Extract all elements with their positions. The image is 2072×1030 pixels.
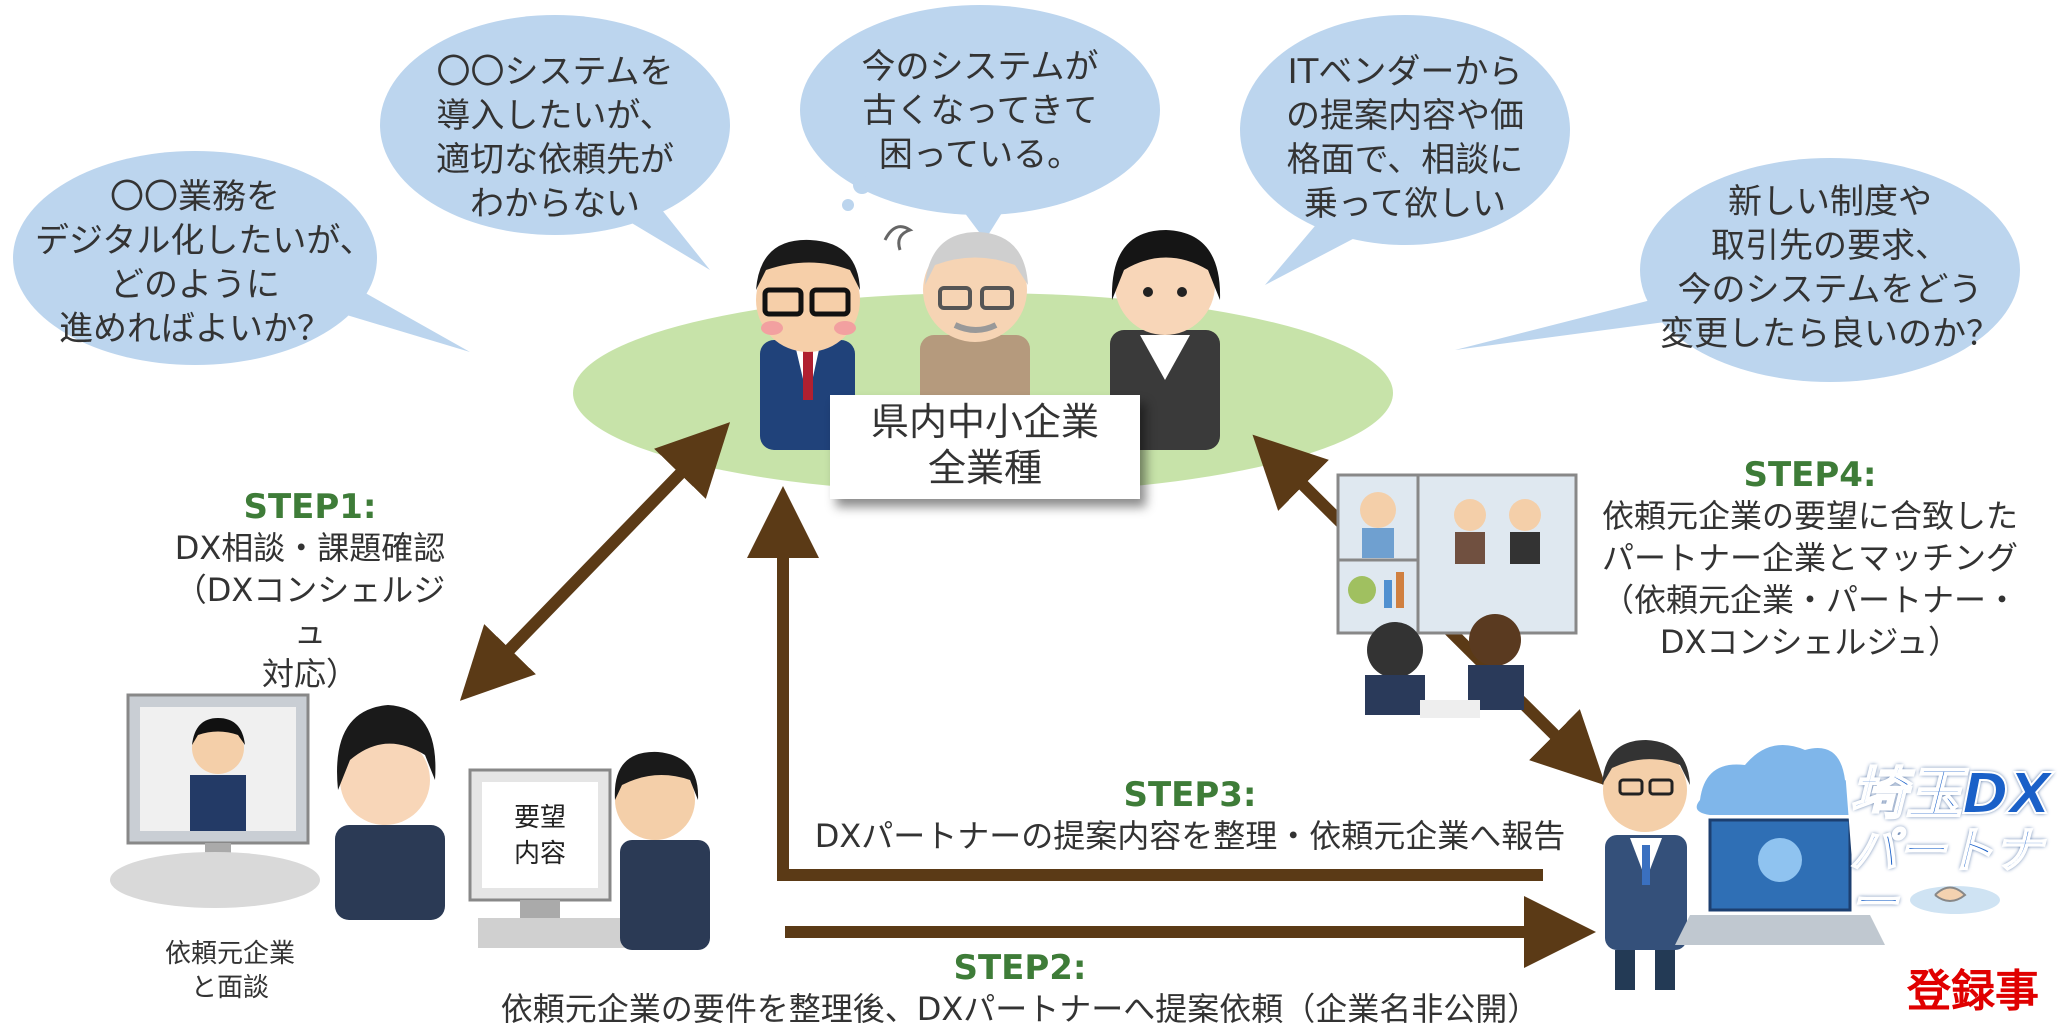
step4-line2: パートナー企業とマッチング — [1601, 539, 2018, 577]
interview-label: 依頼元企業 と面談 — [164, 939, 295, 1003]
step4-line4: DXコンシェルジュ） — [1659, 623, 1961, 661]
step1-block: STEP1: DX相談・課題確認 （DXコンシェルジュ 対応） — [160, 487, 460, 695]
sme-label-line1: 県内中小企業 — [870, 400, 1099, 444]
step3-arrow — [747, 486, 1543, 881]
bubble-text-1: 〇〇業務を デジタル化したいが、 どのように 進めればよいか？ — [35, 177, 374, 349]
speech-bubble-2 — [380, 15, 730, 270]
logo-line1: 埼玉DX — [1849, 762, 2053, 827]
step1-line1: DX相談・課題確認 — [174, 529, 446, 567]
laptop-cloud-illustration — [1675, 745, 1885, 945]
logo-line2: パートナー — [1849, 823, 2043, 931]
worried-man-illustration — [756, 239, 860, 450]
step1-title: STEP1: — [243, 487, 377, 527]
registration-label: 登録事 — [1907, 966, 2039, 1017]
step1-line3: 対応） — [261, 655, 358, 693]
bubble-text-2: 〇〇システムを 導入したいが、 適切な依頼先が わからない — [436, 52, 674, 224]
bubble-text-3: 今のシステムが 古くなってきて 困っている。 — [861, 47, 1099, 175]
step2-title: STEP2: — [953, 948, 1087, 988]
step4-line1: 依頼元企業の要望に合致した — [1601, 497, 2018, 535]
partner-businessman-illustration — [1602, 740, 1690, 990]
bubble-text-5: 新しい制度や 取引先の要求、 今のシステムをどう 変更したら良いのか？ — [1660, 182, 2000, 354]
saitama-dx-partner-logo — [1845, 767, 2060, 914]
interview-illustration — [110, 693, 445, 920]
step4-block: STEP4: 依頼元企業の要望に合致した パートナー企業とマッチング （依頼元企… — [1580, 455, 2040, 663]
speech-bubble-4 — [1240, 15, 1570, 285]
speech-bubble-3 — [800, 5, 1160, 240]
sme-label-box: 県内中小企業 全業種 — [830, 395, 1140, 499]
step2-block: STEP2: 依頼元企業の要件を整理後、DXパートナーへ提案依頼（企業名非公開） — [470, 948, 1570, 1030]
step4-title: STEP4: — [1743, 455, 1877, 495]
video-conference-illustration — [1336, 473, 1578, 718]
step3-body: DXパートナーの提案内容を整理・依頼元企業へ報告 — [814, 817, 1566, 855]
step3-title: STEP3: — [1123, 775, 1257, 815]
step4-line3: （依頼元企業・パートナー・ — [1601, 581, 2018, 619]
speech-bubble-1 — [13, 151, 470, 365]
step3-block: STEP3: DXパートナーの提案内容を整理・依頼元企業へ報告 — [790, 775, 1590, 857]
sme-label-line2: 全業種 — [927, 446, 1042, 490]
request-content-monitor-text: 要望 内容 — [513, 803, 566, 869]
monitor-illustration — [468, 751, 710, 950]
bubble-text-4: ITベンダーから の提案内容や価 格面で、相談に 乗って欲しい — [1286, 52, 1524, 224]
step1-arrow — [459, 422, 731, 701]
step1-line2: （DXコンシェルジュ — [174, 571, 446, 651]
step2-body: 依頼元企業の要件を整理後、DXパートナーへ提案依頼（企業名非公開） — [500, 990, 1540, 1028]
speech-bubble-5 — [1455, 158, 2020, 382]
